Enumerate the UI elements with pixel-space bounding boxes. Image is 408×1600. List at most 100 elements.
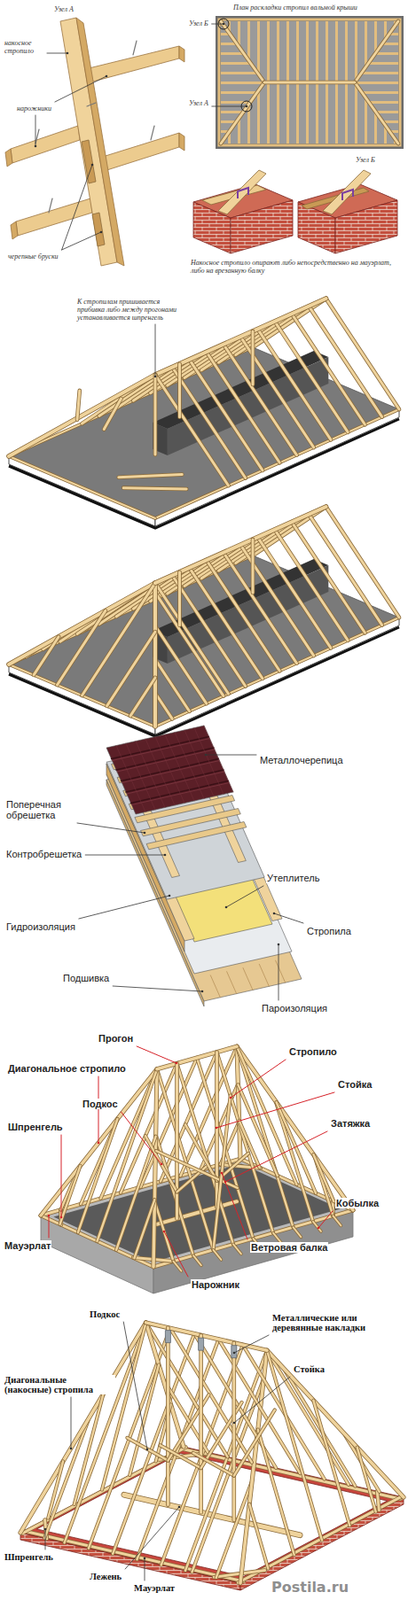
timber-beam bbox=[232, 1344, 236, 1523]
timber-beam bbox=[251, 331, 255, 385]
timber-beam bbox=[123, 488, 187, 490]
leader-dot bbox=[245, 105, 249, 109]
plan-wall bbox=[215, 15, 404, 150]
leader-dot bbox=[160, 1164, 164, 1168]
hip-rafter-side bbox=[76, 17, 125, 267]
timber-edge bbox=[308, 515, 383, 627]
timber-edge bbox=[213, 1251, 222, 1262]
timber-beam bbox=[291, 522, 366, 634]
panel-nodes bbox=[5, 15, 404, 267]
timber-edge bbox=[33, 637, 59, 676]
timber-edge bbox=[193, 1256, 202, 1267]
leader-line bbox=[211, 23, 224, 25]
part-label: План раскладки стропил вальмой крыши bbox=[232, 3, 359, 12]
timber-edge bbox=[236, 1047, 241, 1161]
timber-edge bbox=[233, 1245, 242, 1256]
part-label: Прогон bbox=[97, 1034, 134, 1045]
timber-beam bbox=[308, 515, 383, 627]
panel-hip-frame bbox=[40, 1047, 354, 1295]
leader-dot bbox=[154, 376, 157, 379]
timber-edge bbox=[282, 1369, 355, 1488]
hip-rafter bbox=[322, 170, 371, 215]
timber-beam bbox=[313, 1155, 334, 1203]
timber-beam bbox=[78, 1120, 118, 1234]
timber-beam bbox=[282, 1369, 355, 1488]
leader-dot bbox=[47, 1216, 51, 1219]
tile-wave bbox=[194, 729, 224, 796]
timber-beam bbox=[160, 1053, 218, 1184]
timber-beam bbox=[233, 1245, 242, 1256]
leader-dot bbox=[220, 1173, 224, 1177]
nail bbox=[86, 102, 96, 107]
leader-dot bbox=[201, 991, 204, 995]
leader-dot bbox=[317, 1228, 321, 1232]
tile-wave bbox=[125, 744, 156, 811]
jack-rafter-end bbox=[179, 46, 185, 63]
panel-roof-layers bbox=[106, 726, 302, 1008]
part-label: Подшивка bbox=[62, 973, 110, 985]
timber-edge bbox=[308, 306, 383, 418]
timber-edge bbox=[78, 1120, 118, 1234]
timber-beam bbox=[8, 583, 156, 666]
nail bbox=[35, 129, 40, 144]
timber-beam bbox=[376, 1492, 379, 1512]
timber-beam bbox=[273, 1234, 282, 1245]
jack-rafter bbox=[10, 125, 80, 164]
timber-edge bbox=[77, 391, 80, 421]
part-label: Гидроизоляция bbox=[5, 922, 77, 934]
leader-line bbox=[136, 1047, 177, 1065]
timber-edge bbox=[152, 583, 158, 728]
timber-beam bbox=[251, 540, 255, 594]
part-label: Металлические или деревянные накладки bbox=[271, 1314, 403, 1334]
watermark: Postila.ru bbox=[270, 1580, 350, 1598]
timber-edge bbox=[82, 583, 157, 697]
timber-edge bbox=[218, 1341, 300, 1476]
part-label: Подкос bbox=[81, 1099, 119, 1111]
leader-dot bbox=[34, 145, 38, 149]
timber-beam bbox=[118, 475, 183, 479]
timber-beam bbox=[213, 1251, 222, 1262]
timber-edge bbox=[274, 321, 349, 433]
timber-beam bbox=[266, 1351, 349, 1487]
timber-beam bbox=[175, 1064, 179, 1220]
board-seam bbox=[227, 972, 237, 996]
part-label: Кобылка bbox=[335, 1199, 380, 1210]
timber-beam bbox=[23, 1532, 244, 1584]
leader-line bbox=[274, 914, 304, 925]
tile-wave bbox=[174, 733, 204, 801]
leader-line bbox=[47, 53, 68, 55]
timber-beam bbox=[133, 1200, 155, 1260]
timber-beam bbox=[116, 1137, 157, 1252]
timber-beam bbox=[249, 1506, 268, 1571]
leader-line bbox=[155, 324, 157, 377]
tile-wave bbox=[204, 726, 234, 793]
timber-beam bbox=[258, 1431, 295, 1557]
timber-beam bbox=[64, 1324, 147, 1546]
timber-edge bbox=[313, 1402, 350, 1528]
timber-beam bbox=[357, 1449, 377, 1515]
timber-beam bbox=[223, 553, 298, 665]
leader-line bbox=[318, 1212, 333, 1230]
timber-edge bbox=[234, 1411, 275, 1477]
part-label: Узел А bbox=[188, 99, 210, 108]
timber-edge bbox=[145, 1137, 178, 1193]
timber-edge bbox=[130, 678, 156, 717]
leader-dot bbox=[215, 1128, 219, 1131]
metal-tile bbox=[106, 726, 234, 816]
leader-line bbox=[70, 1398, 72, 1451]
timber-edge bbox=[333, 1216, 342, 1227]
part-label: Нарожник bbox=[190, 1280, 241, 1292]
leader-dot bbox=[70, 1449, 73, 1452]
metal-plate bbox=[164, 1332, 171, 1345]
timber-edge bbox=[177, 572, 182, 627]
leader-line bbox=[230, 1060, 286, 1099]
timber-edge bbox=[258, 537, 332, 649]
timber-beam bbox=[354, 82, 399, 144]
timber-beam bbox=[258, 329, 332, 440]
timber-edge bbox=[155, 693, 173, 720]
timber-beam bbox=[274, 321, 349, 433]
timber-edge bbox=[155, 375, 229, 487]
timber-edge bbox=[118, 475, 183, 479]
part-label: черепные бруски bbox=[7, 252, 60, 261]
timber-edge bbox=[165, 1329, 171, 1507]
